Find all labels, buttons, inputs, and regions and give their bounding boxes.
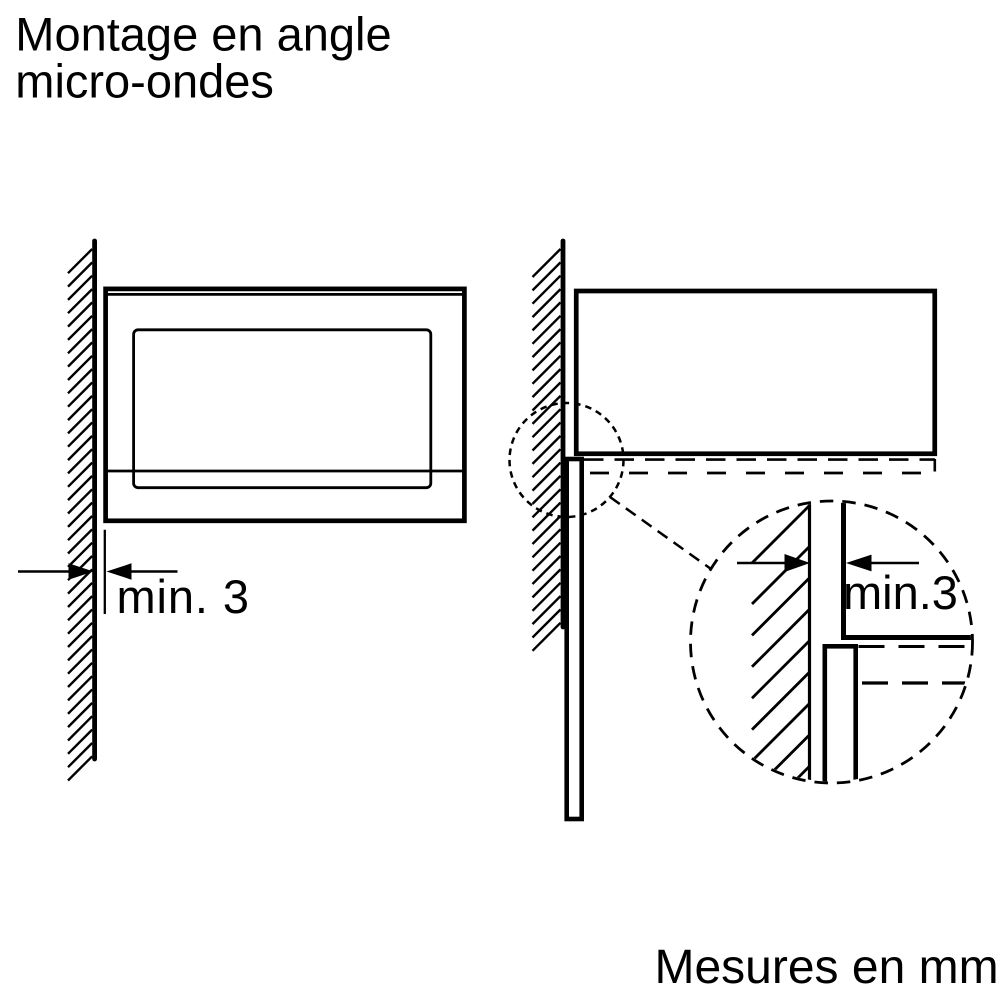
svg-text:Mesures en mm: Mesures en mm	[655, 941, 999, 994]
svg-text:min. 3: min. 3	[117, 570, 250, 623]
svg-text:micro-ondes: micro-ondes	[15, 54, 274, 107]
svg-text:Montage en angle: Montage en angle	[15, 7, 391, 60]
svg-text:min.3: min.3	[843, 566, 958, 619]
